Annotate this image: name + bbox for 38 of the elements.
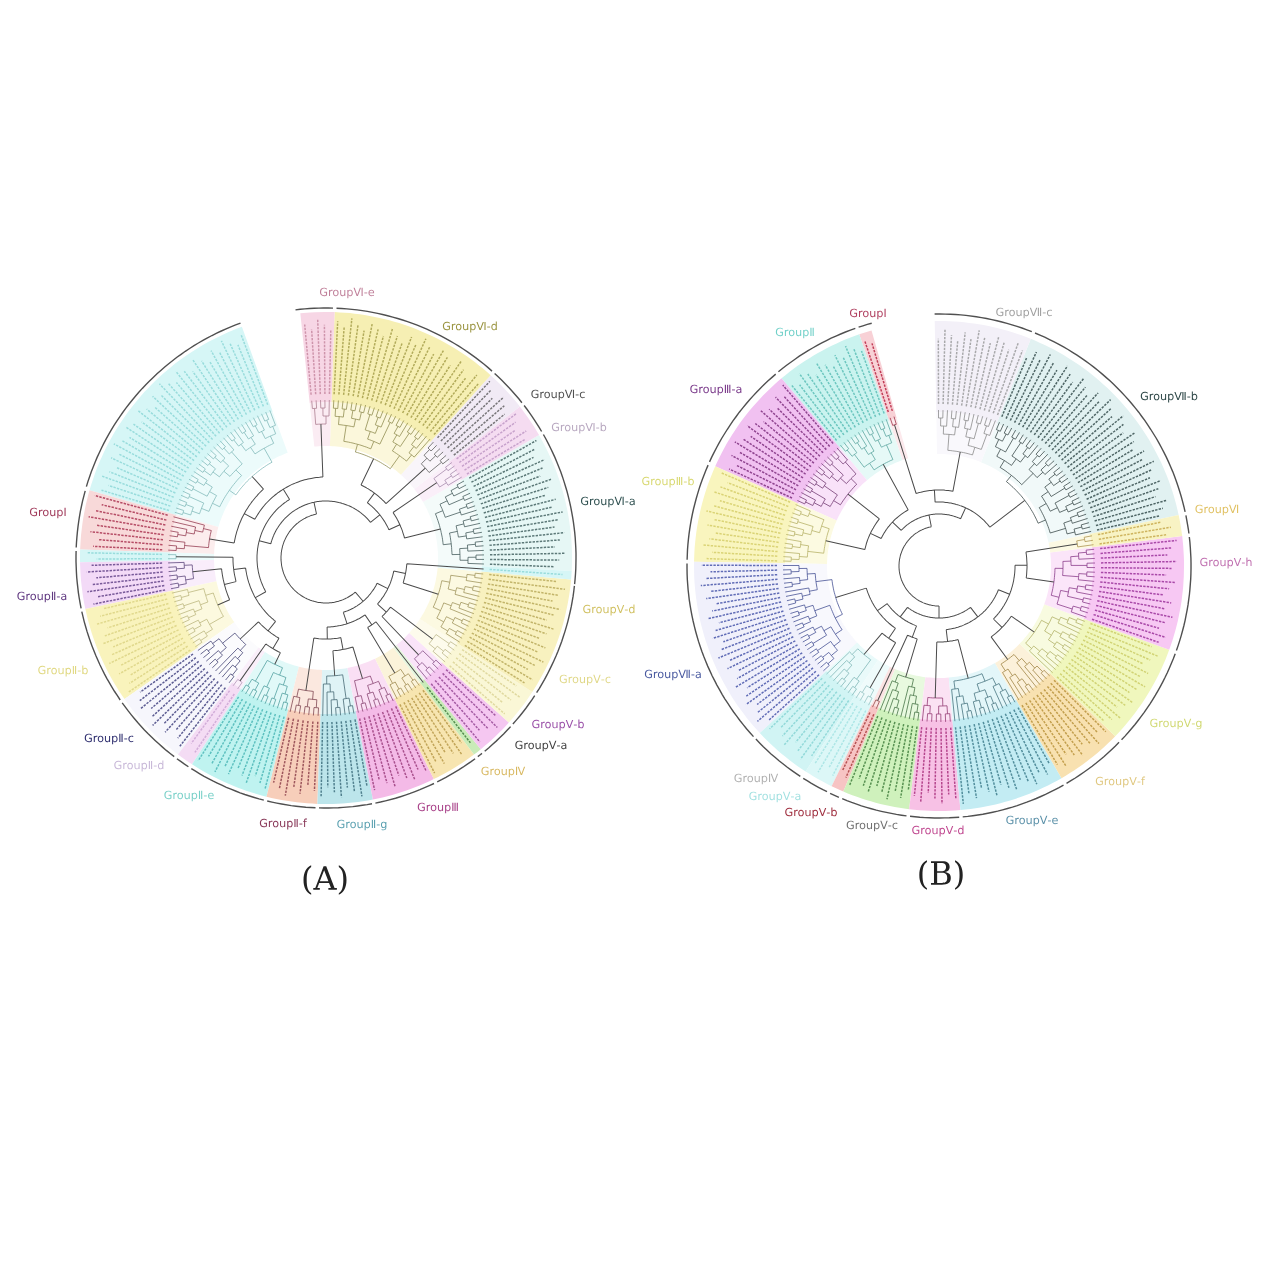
group-label: GroupⅤ-d xyxy=(912,825,964,837)
group-label: GroupⅤ-a xyxy=(515,740,567,752)
group-label: GroupⅢ-b xyxy=(642,476,694,488)
group-label: GroupⅠ xyxy=(29,507,66,519)
group-label: GroupⅢ-a xyxy=(690,384,742,396)
group-label: GroupⅤ-f xyxy=(1095,776,1146,788)
group-label: GroupⅥ-e xyxy=(319,287,375,299)
group-label: GroupⅥ-a xyxy=(580,496,635,508)
group-label: GroupⅤ-b xyxy=(785,807,837,819)
group-label: GroupⅡ-f xyxy=(259,818,307,830)
group-label: GroupⅤ-a xyxy=(749,791,801,803)
group-label: GroupⅥ-d xyxy=(442,321,497,333)
panel-label: (B) xyxy=(919,860,963,890)
group-label: GroupⅥ xyxy=(1195,504,1239,516)
group-label: GroupⅡ-c xyxy=(84,733,134,745)
group-label: GroupⅡ-b xyxy=(38,665,88,677)
group-label: GroupⅤ-b xyxy=(532,719,584,731)
group-label: GroupⅤ-d xyxy=(583,604,635,616)
group-label: GroupⅤ-h xyxy=(1200,557,1252,569)
group-label: GroupⅢ xyxy=(417,802,458,814)
group-label: GroupⅡ xyxy=(775,327,814,339)
group-label: GroupⅣ xyxy=(481,766,526,778)
group-label: GroupⅤ-e xyxy=(1006,815,1058,827)
panel-label: (A) xyxy=(303,865,347,895)
group-label: GroupⅦ-b xyxy=(1140,391,1198,403)
group-label: GroupⅡ-d xyxy=(114,760,164,772)
group-label: GroupⅤ-c xyxy=(846,820,898,832)
group-label: GroupⅥ-b xyxy=(551,422,607,434)
group-label: GroupⅥ-c xyxy=(531,389,585,401)
group-label: GroupⅡ-g xyxy=(337,819,387,831)
group-label: GroupⅤ-c xyxy=(559,674,611,686)
group-label: GroupⅡ-e xyxy=(164,790,214,802)
group-label: GroupⅤ-g xyxy=(1150,718,1202,730)
group-label: GroupⅡ-a xyxy=(17,591,67,603)
group-label: GroupⅣ xyxy=(734,773,779,785)
group-label: GroupⅦ-c xyxy=(996,307,1052,319)
group-label: GroupⅠ xyxy=(849,308,886,320)
group-label: GroupⅦ-a xyxy=(644,669,701,681)
